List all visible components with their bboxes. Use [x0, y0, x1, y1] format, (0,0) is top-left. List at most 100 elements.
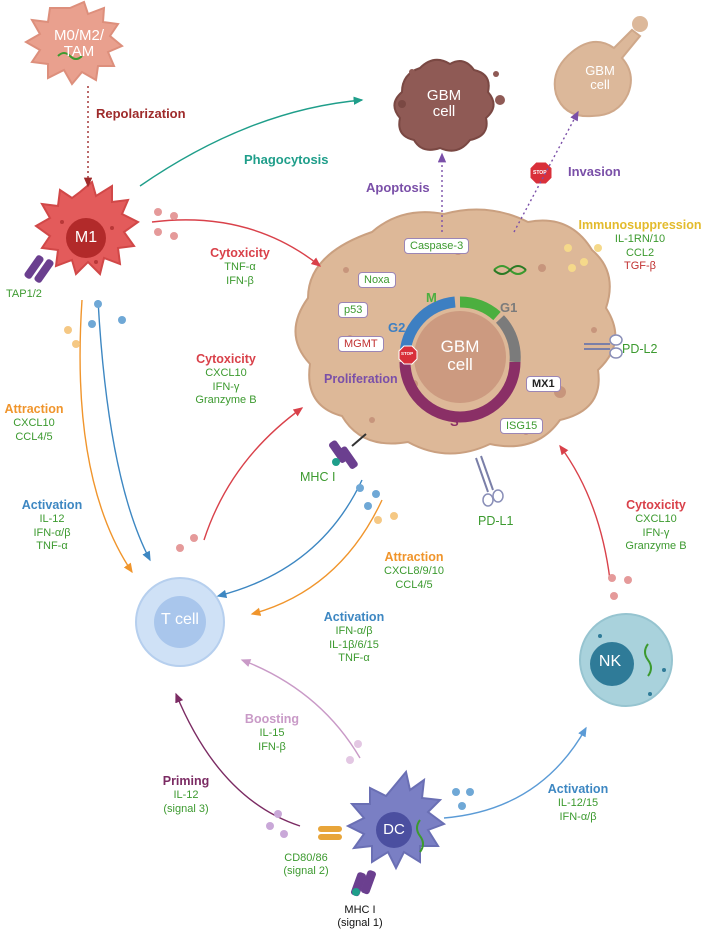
boosting-title: Boosting [244, 712, 300, 726]
immunosuppression-title: Immunosuppression [578, 218, 702, 232]
cyto-m1-l2: IFN-β [226, 274, 254, 287]
attraction-mid-group: Attraction CXCL8/9/10 CCL4/5 [384, 550, 444, 592]
attraction-left-title: Attraction [4, 402, 64, 416]
cell-cycle-ring [399, 296, 521, 423]
priming-l1: IL-12 [173, 789, 199, 802]
m1-cell [24, 180, 140, 283]
m1-cell-label: M1 [74, 229, 98, 246]
mhc1-receptor-gbm [329, 433, 367, 469]
cyto-m1-l1: TNF-α [224, 261, 256, 274]
nk-cell-label: NK [598, 653, 622, 670]
activation-left-group: Activation IL-12 IFN-α/β TNF-α [22, 498, 82, 553]
dc-cell-label: DC [383, 821, 405, 838]
cyto-t-title: Cytoxicity [196, 352, 256, 366]
invasion-gbm-label: GBM cell [585, 63, 615, 92]
stop-text-invasion: STOP [533, 170, 547, 176]
immunosuppression-group: Immunosuppression IL-1RN/10 CCL2 TGF-β [579, 218, 702, 273]
cd80-l1: CD80/86 [284, 852, 328, 864]
phase-m: M [426, 290, 437, 305]
cyto-t-l1: CXCL10 [205, 367, 247, 380]
attraction-mid-l2: CCL4/5 [395, 578, 433, 591]
invasion-label: Invasion [568, 164, 621, 179]
boosting-group: Boosting IL-15 IFN-β [245, 712, 299, 754]
invasion-gbm-cell [553, 16, 648, 118]
cyto-nk-l2: IFN-γ [642, 526, 670, 539]
immunosuppression-l1: IL-1RN/10 [614, 233, 666, 246]
arrows [79, 86, 611, 827]
activation-left-l2: IFN-α/β [33, 526, 71, 539]
repolarization-label: Repolarization [96, 106, 186, 121]
activation-nk-group: Activation IL-12/15 IFN-α/β [548, 782, 608, 824]
stop-sign-invasion [529, 161, 553, 185]
activation-nk-title: Activation [547, 782, 609, 796]
activation-mid-l3: TNF-α [338, 652, 370, 665]
pdl1-label: PD-L1 [478, 514, 514, 528]
mhc-dc-l2: (signal 1) [337, 917, 383, 930]
pdl2-label: PD-L2 [622, 342, 658, 356]
attraction-mid-title: Attraction [384, 550, 444, 564]
mhc1-gbm-label: MHC I [300, 470, 336, 484]
activation-nk-l2: IFN-α/β [559, 810, 597, 823]
cyto-t-l2: IFN-γ [212, 380, 240, 393]
phase-s: S [450, 414, 459, 429]
apoptosis-label: Apoptosis [366, 180, 430, 195]
tam-cell [23, 0, 124, 86]
activation-left-l3: TNF-α [36, 540, 68, 553]
cytokine-dots [64, 208, 632, 838]
pdl1-receptor [475, 455, 504, 507]
phase-g2: G2 [388, 320, 406, 335]
cd80-l2: (signal 2) [283, 865, 329, 878]
cyto-nk-l1: CXCL10 [635, 513, 677, 526]
gbm-main-label: GBM cell [440, 337, 480, 374]
mhc-dc-l1: MHC I [344, 904, 376, 916]
cyto-nk-title: Cytoxicity [626, 498, 686, 512]
immunosuppression-l3: TGF-β [624, 260, 656, 273]
proliferation-label: Proliferation [324, 372, 398, 386]
boosting-l1: IL-15 [259, 727, 285, 740]
attraction-left-l2: CCL4/5 [15, 430, 53, 443]
phase-g1: G1 [500, 300, 518, 315]
priming-l2: (signal 3) [163, 802, 209, 815]
isg15-box: ISG15 [500, 418, 544, 434]
priming-group: Priming IL-12 (signal 3) [163, 774, 210, 816]
apoptotic-gbm-label: GBM cell [426, 87, 462, 120]
cyto-nk-l3: Granzyme B [625, 540, 687, 553]
dc-cell [318, 769, 447, 897]
cyto-t-l3: Granzyme B [195, 394, 257, 407]
cyto-t-group: Cytoxicity CXCL10 IFN-γ Granzyme B [195, 352, 256, 407]
mx1-box: MX1 [526, 376, 561, 392]
tap-label: TAP1/2 [6, 288, 42, 300]
activation-mid-group: Activation IFN-α/β IL-1β/6/15 TNF-α [324, 610, 384, 665]
pdl2-receptor [584, 334, 623, 359]
activation-mid-l2: IL-1β/6/15 [329, 638, 379, 651]
attraction-mid-l1: CXCL8/9/10 [384, 565, 444, 578]
t-cell-label: T cell [161, 611, 199, 628]
cd80-group: CD80/86 (signal 2) [283, 852, 328, 879]
caspase-box: Caspase-3 [404, 238, 470, 254]
stop-sign-proliferation [398, 345, 418, 365]
tam-cell-label: M0/M2/ TAM [53, 27, 105, 60]
boosting-l2: IFN-β [258, 740, 286, 753]
activation-left-l1: IL-12 [39, 513, 65, 526]
p53-box: p53 [338, 302, 369, 318]
t-cell [135, 577, 225, 667]
phagocytosis-label: Phagocytosis [244, 152, 329, 167]
activation-mid-l1: IFN-α/β [335, 625, 373, 638]
nk-cell [579, 613, 673, 707]
cyto-m1-title: Cytoxicity [210, 246, 270, 260]
immunosuppression-l2: CCL2 [625, 246, 655, 259]
cyto-m1-group: Cytoxicity TNF-α IFN-β [210, 246, 270, 288]
priming-title: Priming [162, 774, 210, 788]
mhc-dc-group: MHC I (signal 1) [337, 904, 382, 931]
attraction-left-group: Attraction CXCL10 CCL4/5 [4, 402, 63, 444]
activation-left-title: Activation [21, 498, 83, 512]
attraction-left-l1: CXCL10 [13, 417, 55, 430]
mgmt-box: MGMT [338, 336, 384, 352]
apoptotic-gbm-cell [393, 58, 505, 152]
cyto-nk-group: Cytoxicity CXCL10 IFN-γ Granzyme B [625, 498, 686, 553]
activation-nk-l1: IL-12/15 [557, 797, 599, 810]
stop-text-proliferation: STOP [401, 351, 414, 356]
noxa-box: Noxa [358, 272, 396, 288]
